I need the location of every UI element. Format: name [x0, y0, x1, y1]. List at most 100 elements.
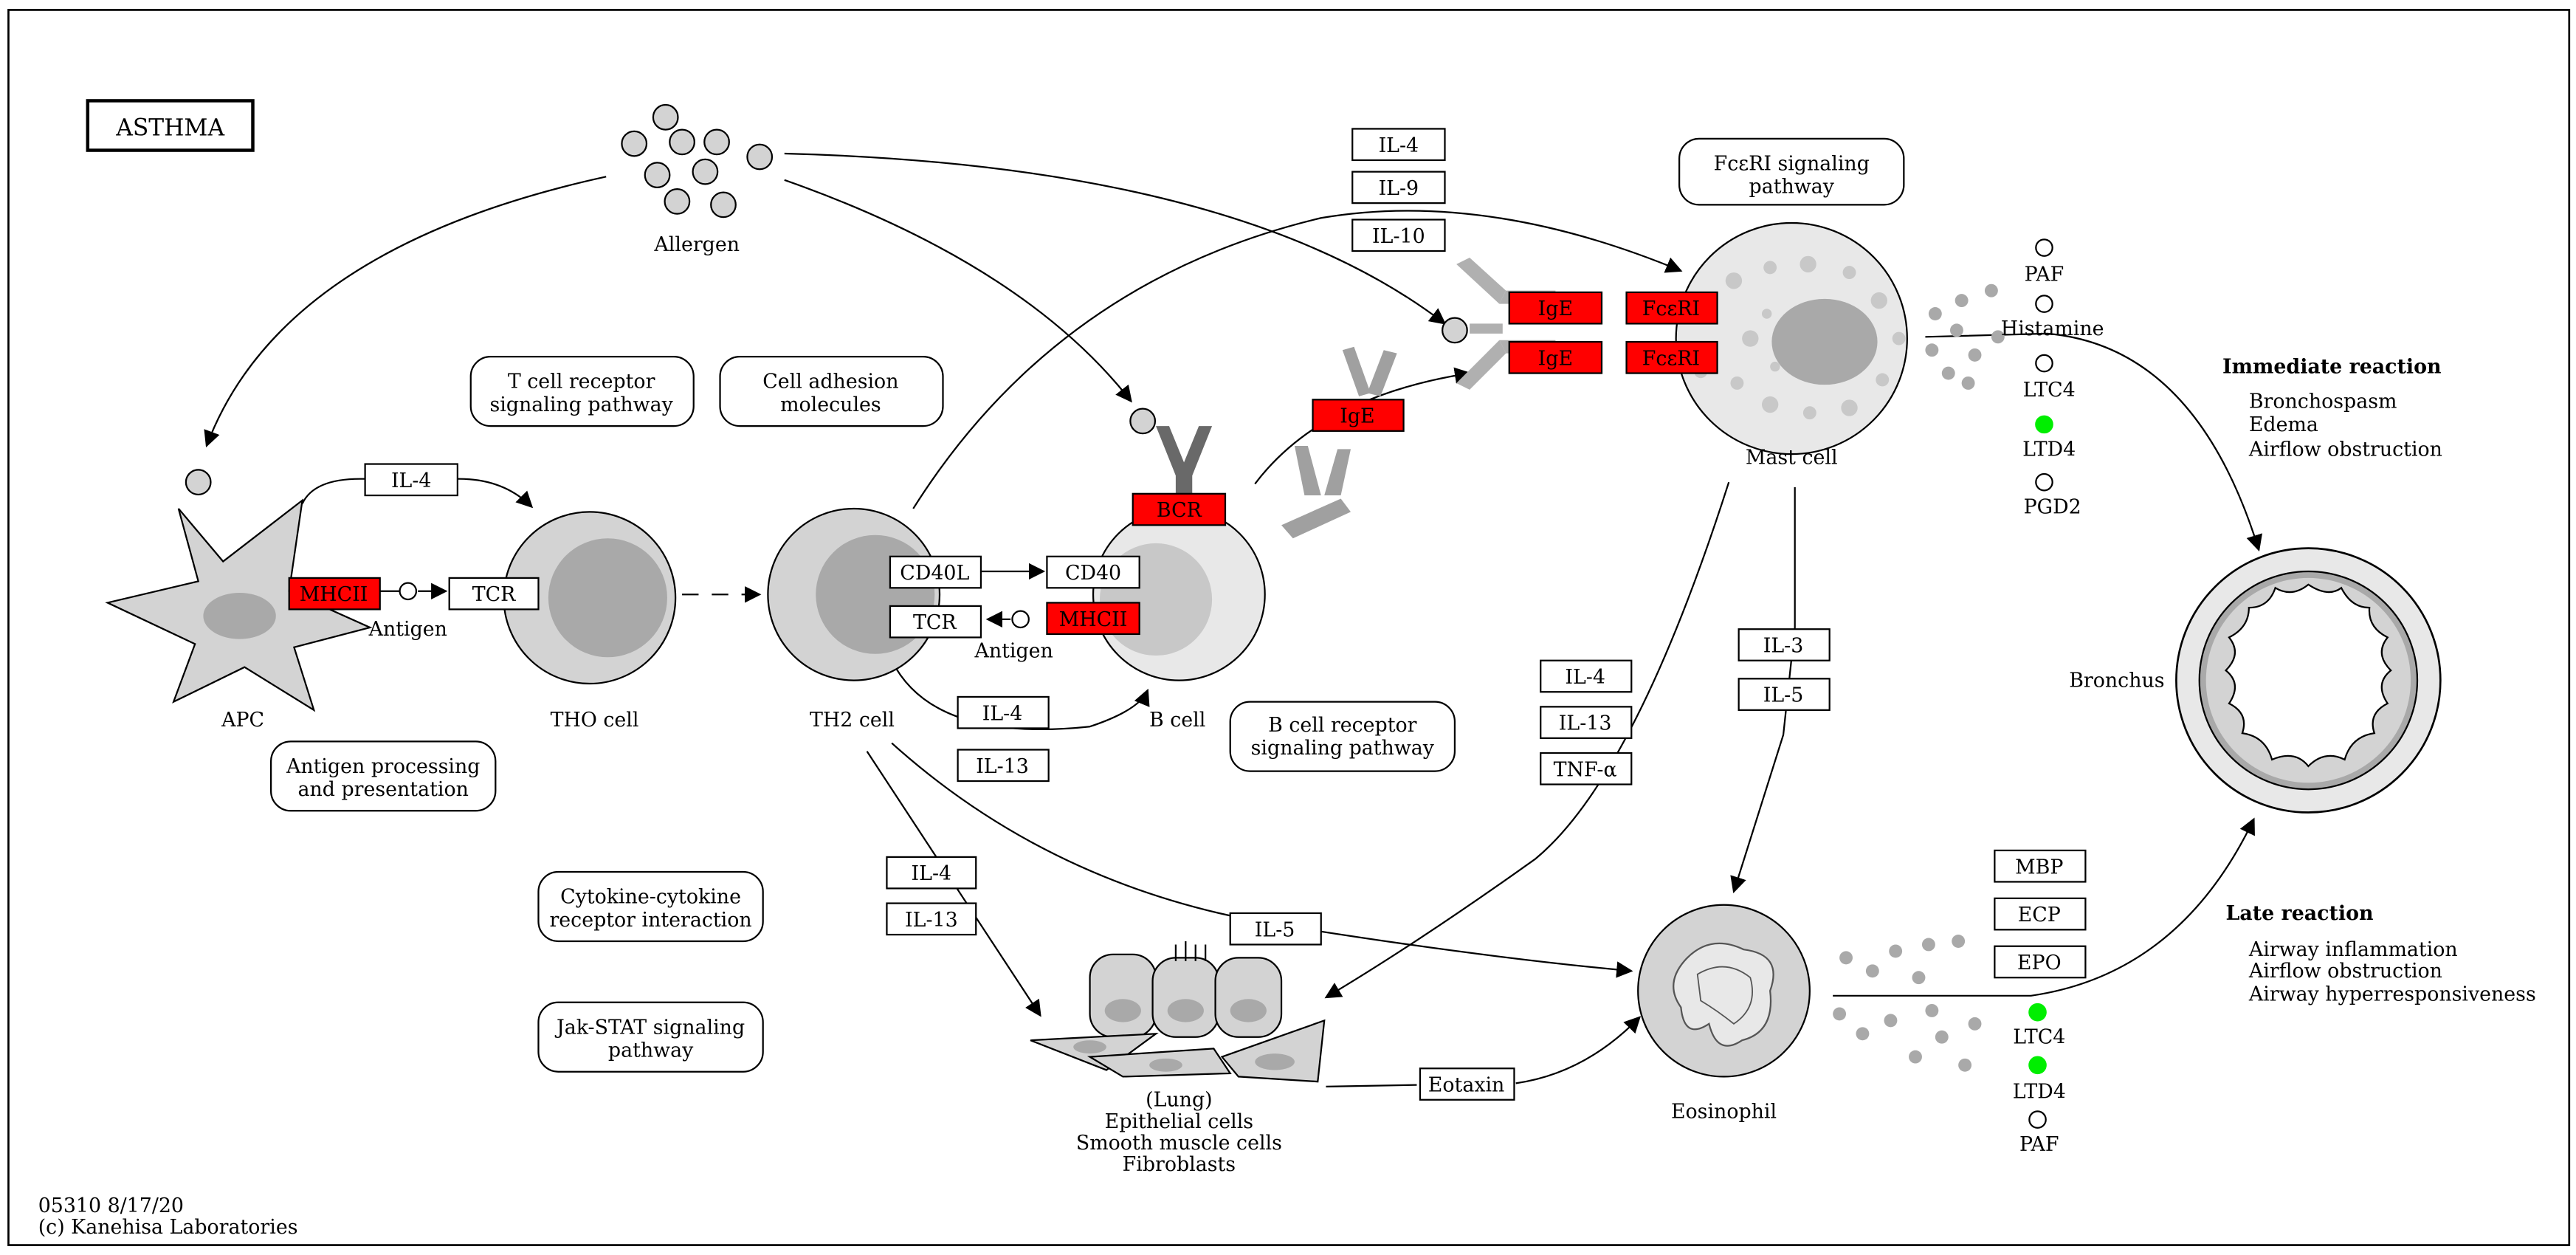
il13-mast-label: IL-13 [1559, 712, 1612, 735]
bronchus[interactable] [2175, 547, 2442, 814]
title-box: ASTHMA [86, 99, 255, 152]
antigen-apc-label: Antigen [368, 618, 447, 641]
th2-cell[interactable] [767, 507, 941, 681]
il4-lung-label: IL-4 [912, 862, 952, 885]
eosinophil-cell[interactable] [1637, 904, 1811, 1078]
allergen-cluster[interactable] [621, 103, 774, 219]
pathway-antigen-link[interactable]: Antigen processing and presentation [269, 740, 497, 812]
mhcii-b-gene[interactable] [1046, 602, 1140, 636]
b-cell[interactable] [1092, 507, 1266, 681]
il3-gene[interactable] [1738, 628, 1831, 661]
bcr-gene[interactable] [1132, 492, 1227, 526]
ltc4-mast-label: LTC4 [2023, 379, 2076, 402]
paf-eos-dot [2028, 1110, 2047, 1129]
ltc4-mast-dot [2035, 354, 2053, 373]
pathway-tcr-link[interactable]: T cell receptor signaling pathway [469, 356, 695, 427]
tcr-th2-gene[interactable] [889, 605, 982, 639]
fceri1-label: FcεRI [1642, 298, 1700, 320]
title-text: ASTHMA [115, 114, 224, 141]
il13-lung-gene[interactable] [886, 902, 977, 936]
il3-label: IL-3 [1763, 635, 1804, 658]
lung-label-3: Fibroblasts [1123, 1153, 1236, 1176]
il13-mast-gene[interactable] [1540, 706, 1633, 739]
free-ige-antibody-2 [1342, 346, 1397, 396]
il4-lung-gene[interactable] [886, 856, 977, 890]
th2-to-mast-arrow [912, 210, 1683, 509]
ige1-gene[interactable] [1508, 291, 1603, 325]
pathway-tcr-line2: signaling pathway [489, 393, 673, 416]
tnfa-mast-gene[interactable] [1540, 752, 1633, 785]
ige-free-gene[interactable] [1312, 399, 1405, 432]
pgd2-label: PGD2 [2024, 496, 2081, 519]
il4-mast-label: IL-4 [1565, 666, 1605, 689]
il4-mast-gene[interactable] [1540, 659, 1633, 693]
epo-gene[interactable] [1994, 945, 2087, 979]
mhcii-apc-gene[interactable] [288, 577, 381, 611]
il4-apc-to-th0-arrow [301, 478, 534, 509]
fceri2-gene[interactable] [1625, 340, 1718, 374]
cd40l-gene[interactable] [889, 555, 982, 589]
ltd4-eos-dot [2028, 1056, 2047, 1075]
paf-mast-label: PAF [2025, 263, 2064, 286]
mast-cell[interactable] [1675, 221, 1908, 455]
il5-mid-label: IL-5 [1255, 918, 1295, 941]
pathway-bcr-link[interactable]: B cell receptor signaling pathway [1229, 701, 1456, 772]
allergen-to-ige-arrow [784, 152, 1447, 325]
lung-label-0: (Lung) [1146, 1089, 1212, 1112]
il10-top-label: IL-10 [1372, 225, 1425, 248]
eosinophil-to-bronchus-arrow [1833, 817, 2255, 997]
mast-mediators: PAF Histamine LTC4 LTD4 PGD2 [2001, 238, 2104, 519]
ltc4-eos-label: LTC4 [2013, 1026, 2065, 1049]
fceri1-gene[interactable] [1625, 291, 1718, 325]
eotaxin-label: Eotaxin [1428, 1074, 1505, 1097]
tcr-th2-label: TCR [913, 611, 957, 634]
lung-label-2: Smooth muscle cells [1076, 1132, 1282, 1155]
cd40l-label: CD40L [900, 562, 969, 585]
il13-th2-gene[interactable] [957, 749, 1050, 783]
tnfa-mast-label: TNF-α [1554, 758, 1617, 781]
il9-top-gene[interactable] [1351, 171, 1446, 204]
eotaxin-gene[interactable] [1419, 1067, 1515, 1101]
lung-labels: (Lung) Epithelial cells Smooth muscle ce… [1076, 1089, 1282, 1176]
late-item-0: Airway inflammation [2248, 938, 2458, 961]
pathway-bcr-line2: signaling pathway [1251, 737, 1435, 760]
histamine-dot [2035, 295, 2053, 313]
bcr-antibody-shape [1156, 426, 1213, 496]
il4-th2-gene[interactable] [957, 695, 1050, 729]
il4-apc-gene[interactable] [364, 463, 458, 497]
mbp-gene[interactable] [1994, 849, 2087, 883]
il5-mast-gene[interactable] [1738, 678, 1831, 711]
il5-mid-gene[interactable] [1229, 912, 1322, 946]
eos-mediators: LTC4 LTD4 PAF [2013, 1003, 2066, 1156]
ige2-label: IgE [1538, 347, 1573, 370]
pathway-fceri-link[interactable]: FcεRI signaling pathway [1678, 137, 1905, 206]
pathway-fceri-line1: FcεRI signaling [1714, 152, 1870, 175]
il4-top-gene[interactable] [1351, 128, 1446, 162]
footer-line2: (c) Kanehisa Laboratories [38, 1216, 298, 1239]
lung-tissue[interactable] [1030, 941, 1326, 1083]
lung-label-1: Epithelial cells [1105, 1110, 1253, 1133]
pathway-jakstat-link[interactable]: Jak-STAT signaling pathway [537, 1001, 764, 1073]
cd40-gene[interactable] [1046, 555, 1140, 589]
ecp-gene[interactable] [1994, 897, 2087, 931]
il10-top-gene[interactable] [1351, 219, 1446, 252]
tcr-th0-gene[interactable] [448, 577, 540, 611]
pathway-jakstat-line1: Jak-STAT signaling [554, 1016, 745, 1039]
apc-antigen-dot [185, 469, 212, 496]
pathway-adhesion-link[interactable]: Cell adhesion molecules [719, 356, 944, 427]
il4-th2-label: IL-4 [982, 702, 1023, 725]
immediate-item-2: Airflow obstruction [2248, 438, 2442, 461]
pathway-bcr-line1: B cell receptor [1268, 714, 1417, 737]
late-reaction: Late reaction Airway inflammation Airflo… [2226, 902, 2536, 1006]
allergen-to-bcell-arrow [784, 179, 1132, 403]
eotaxin-to-eosinophil-arrow [1326, 1017, 1639, 1087]
apc-cell[interactable] [105, 498, 373, 712]
antigen-b-circle [1011, 610, 1030, 629]
th2-label: TH2 cell [810, 709, 895, 732]
ige2-gene[interactable] [1508, 340, 1603, 374]
eosinophil-label: Eosinophil [1671, 1100, 1777, 1123]
bronchus-label: Bronchus [2069, 670, 2164, 692]
th0-cell[interactable] [503, 511, 677, 685]
ltd4-eos-label: LTD4 [2013, 1081, 2066, 1104]
pathway-cytokine-link[interactable]: Cytokine-cytokine receptor interaction [537, 870, 764, 943]
